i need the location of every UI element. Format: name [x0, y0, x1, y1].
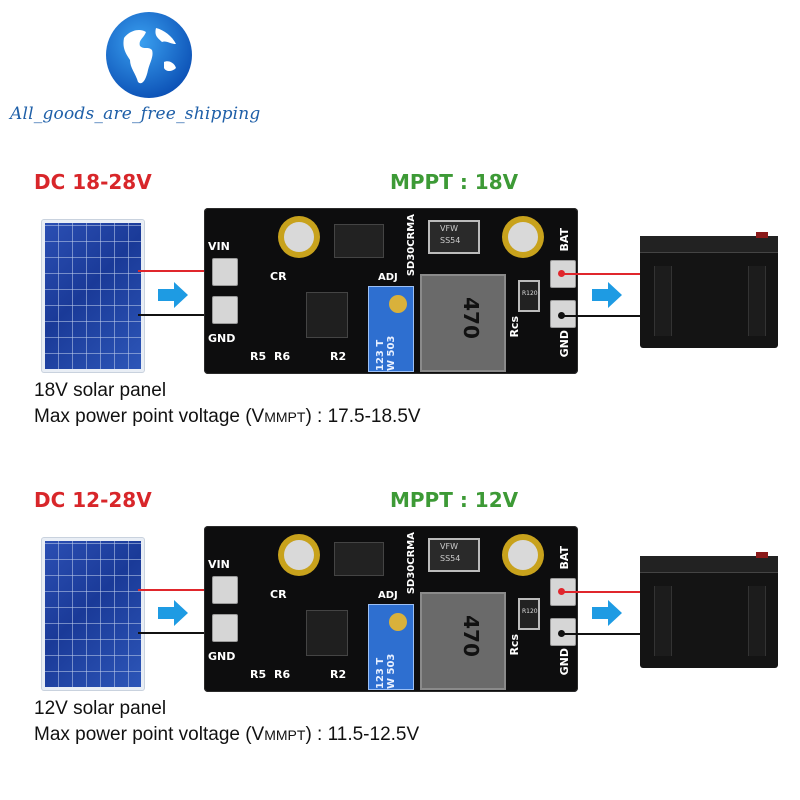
- gnd-label-right: GND: [558, 648, 571, 676]
- right-arrow-icon: [158, 282, 188, 312]
- diode-mark-top: VFW: [440, 542, 458, 551]
- battery-positive-wire: [564, 591, 642, 593]
- capacitor-right: [502, 216, 544, 258]
- vin-terminal: [212, 258, 238, 286]
- negative-wire: [138, 632, 226, 634]
- potentiometer-mark: 123 T W 503: [375, 335, 397, 371]
- right-arrow-icon: [592, 600, 622, 630]
- r2-label: R2: [330, 350, 347, 363]
- battery-positive-wire: [564, 273, 642, 275]
- inductor: 470: [420, 274, 506, 372]
- battery-icon: [640, 232, 778, 348]
- mpp-caption-prefix: Max power point voltage (V: [34, 724, 265, 745]
- ic-chip: [306, 292, 348, 338]
- sense-resistor-mark: R120: [522, 290, 538, 297]
- chip-top: [334, 542, 384, 576]
- bat-gnd-dot: [558, 312, 565, 319]
- bat-gnd-dot: [558, 630, 565, 637]
- diode-mark: SS54: [440, 554, 461, 563]
- dc-voltage-label-2: DC 12-28V: [34, 488, 152, 512]
- diode: VFW SS54: [428, 538, 480, 572]
- adj-label: ADJ: [378, 590, 398, 601]
- positive-wire: [138, 589, 226, 591]
- potentiometer-mark: 123 T W 503: [375, 653, 397, 689]
- vin-label: VIN: [208, 240, 230, 253]
- mppt-board: VIN GND SD30CRMA VFW SS54 CR ADJ 123 T W…: [204, 208, 578, 374]
- mpp-caption-2: Max power point voltage (VMMPT) : 11.5-1…: [34, 722, 419, 748]
- potentiometer: 123 T W 503: [368, 604, 414, 690]
- battery-icon: [640, 552, 778, 668]
- ic-chip: [306, 610, 348, 656]
- solar-panel-icon: [42, 220, 144, 372]
- battery-negative-wire: [564, 315, 642, 317]
- right-arrow-icon: [158, 600, 188, 630]
- adj-label: ADJ: [378, 272, 398, 283]
- r6-label: R6: [274, 350, 291, 363]
- right-arrow-icon: [592, 282, 622, 312]
- r2-label: R2: [330, 668, 347, 681]
- mppt-voltage-label-1: MPPT : 18V: [390, 170, 519, 194]
- r5-label: R5: [250, 668, 267, 681]
- cr-label: CR: [270, 270, 287, 283]
- r5-label: R5: [250, 350, 267, 363]
- sense-resistor: R120: [518, 598, 540, 630]
- bat-label: BAT: [558, 546, 571, 570]
- bat-terminal-dot: [558, 588, 565, 595]
- inductor-mark: 470: [458, 297, 483, 339]
- bat-terminal-dot: [558, 270, 565, 277]
- mpp-caption-sub: MMPT: [264, 727, 306, 743]
- rcs-label: Rcs: [508, 316, 521, 338]
- inductor-mark: 470: [458, 615, 483, 657]
- mppt-board: VIN GND SD30CRMA VFW SS54 CR ADJ 123 T W…: [204, 526, 578, 692]
- r6-label: R6: [274, 668, 291, 681]
- capacitor-right: [502, 534, 544, 576]
- capacitor-left: [278, 216, 320, 258]
- chip-top-label: SD30CRMA: [406, 532, 417, 595]
- diode-mark-top: VFW: [440, 224, 458, 233]
- gnd-label-left: GND: [208, 332, 236, 345]
- globe-logo-icon: [106, 12, 192, 98]
- diode: VFW SS54: [428, 220, 480, 254]
- chip-top: [334, 224, 384, 258]
- mppt-voltage-label-2: MPPT : 12V: [390, 488, 519, 512]
- vin-label: VIN: [208, 558, 230, 571]
- gnd-terminal-left: [212, 296, 238, 324]
- diode-mark: SS54: [440, 236, 461, 245]
- solar-panel-icon: [42, 538, 144, 690]
- sense-resistor: R120: [518, 280, 540, 312]
- panel-caption-2: 12V solar panel: [34, 698, 167, 719]
- negative-wire: [138, 314, 226, 316]
- mpp-caption-sub: MMPT: [264, 409, 306, 425]
- cr-label: CR: [270, 588, 287, 601]
- panel-caption-1: 18V solar panel: [34, 380, 167, 401]
- sense-resistor-mark: R120: [522, 608, 538, 615]
- capacitor-left: [278, 534, 320, 576]
- mpp-caption-1: Max power point voltage (VMMPT) : 17.5-1…: [34, 404, 421, 430]
- gnd-terminal-left: [212, 614, 238, 642]
- battery-negative-wire: [564, 633, 642, 635]
- brand-logo: [104, 10, 194, 100]
- inductor: 470: [420, 592, 506, 690]
- bat-label: BAT: [558, 228, 571, 252]
- gnd-label-right: GND: [558, 330, 571, 358]
- mpp-caption-suffix: ) : 17.5-18.5V: [305, 406, 421, 427]
- mpp-caption-suffix: ) : 11.5-12.5V: [305, 724, 420, 745]
- vin-terminal: [212, 576, 238, 604]
- chip-top-label: SD30CRMA: [406, 214, 417, 277]
- rcs-label: Rcs: [508, 634, 521, 656]
- mpp-caption-prefix: Max power point voltage (V: [34, 406, 265, 427]
- gnd-label-left: GND: [208, 650, 236, 663]
- positive-wire: [138, 270, 226, 272]
- potentiometer: 123 T W 503: [368, 286, 414, 372]
- caption-2: 12V solar panel Max power point voltage …: [34, 696, 419, 748]
- dc-voltage-label-1: DC 18-28V: [34, 170, 152, 194]
- brand-text: All_goods_are_free_shipping: [10, 104, 261, 124]
- caption-1: 18V solar panel Max power point voltage …: [34, 378, 421, 430]
